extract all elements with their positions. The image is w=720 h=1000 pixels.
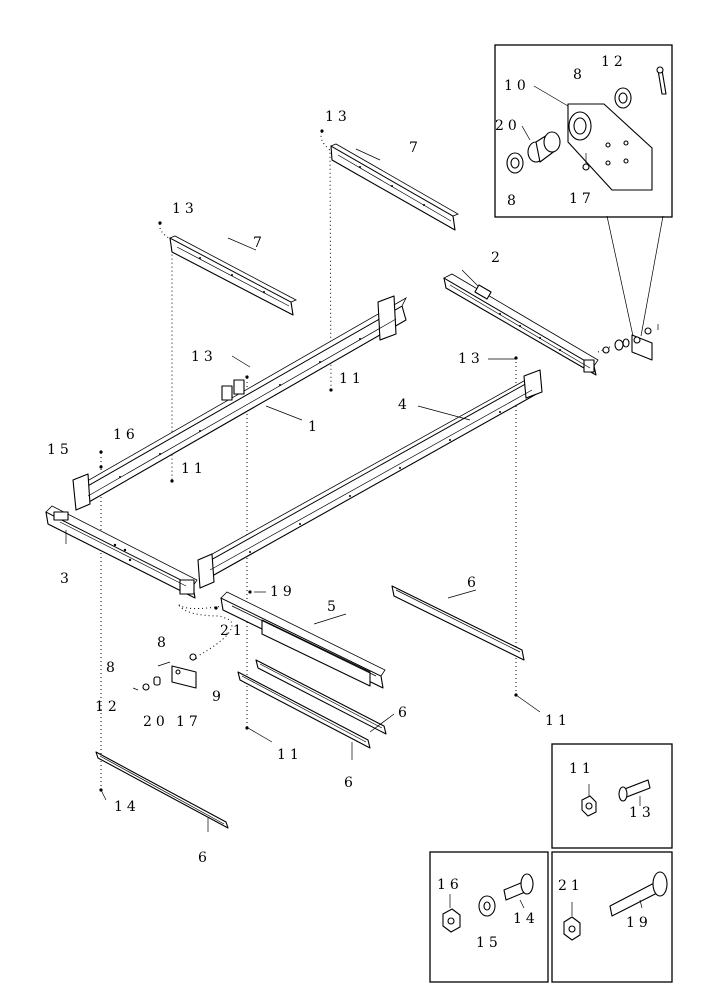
callout-20-a: 20 — [495, 118, 521, 134]
callout-13-c: 13 — [191, 349, 217, 365]
hinge-group-lower — [132, 653, 197, 691]
callout-labels: 1 2 3 4 5 6 6 6 6 7 7 8 8 8 8 9 10 11 11… — [47, 54, 655, 951]
callout-12-a: 12 — [601, 54, 627, 70]
callout-8-d: 8 — [106, 660, 119, 676]
callout-21-a: 21 — [220, 623, 246, 639]
callout-11-d: 11 — [277, 747, 303, 763]
inset-bolt-13 — [551, 743, 673, 849]
attachment-dots — [99, 129, 518, 792]
part-2-right-rail — [443, 273, 630, 376]
part-4-side-beam — [197, 369, 543, 589]
callout-12-b: 12 — [95, 699, 121, 715]
callout-11-b: 11 — [181, 461, 207, 477]
callout-1: 1 — [308, 419, 321, 435]
part-7-left-rail — [169, 235, 297, 316]
part-1-side-beam — [72, 295, 407, 511]
callout-19-a: 19 — [270, 584, 296, 600]
inset-hinge-detail — [494, 44, 673, 337]
callout-13-b: 13 — [172, 201, 198, 217]
callout-14-a: 14 — [114, 799, 140, 815]
callout-7-b: 7 — [253, 235, 266, 251]
part-6-flat-bars — [95, 585, 525, 829]
callout-6-b: 6 — [398, 705, 411, 721]
callout-17-a: 17 — [569, 191, 595, 207]
callout-19-b: 19 — [626, 915, 652, 931]
part-5-lower-beam — [220, 591, 386, 689]
callout-9: 9 — [212, 689, 225, 705]
callout-3: 3 — [60, 571, 73, 587]
callout-11-a: 11 — [339, 371, 365, 387]
callout-16-b: 16 — [437, 877, 463, 893]
callout-8-b: 8 — [507, 193, 520, 209]
callout-21-b: 21 — [558, 878, 584, 894]
leader-lines — [65, 148, 541, 832]
callout-10: 10 — [504, 78, 530, 94]
hinge-plate-installed — [631, 324, 659, 361]
callout-16-a: 16 — [113, 427, 139, 443]
callout-5: 5 — [327, 599, 340, 615]
callout-14-b: 14 — [513, 911, 539, 927]
callout-8-c: 8 — [157, 635, 170, 651]
callout-6-d: 6 — [198, 850, 211, 866]
part-3-front-beam — [45, 505, 198, 599]
inset-bolt-14 — [429, 851, 549, 983]
callout-11-c: 11 — [545, 713, 571, 729]
callout-15-a: 15 — [47, 442, 73, 458]
callout-11-e: 11 — [569, 761, 595, 777]
callout-2: 2 — [491, 250, 504, 266]
callout-13-d: 13 — [458, 351, 484, 367]
callout-20-b: 20 — [143, 714, 169, 730]
part-7-rear-rail — [330, 143, 459, 231]
callout-15-b: 15 — [476, 935, 502, 951]
assembly-dotted-lines — [100, 131, 613, 790]
callout-6-a: 6 — [467, 575, 480, 591]
inset-bolt-19 — [551, 851, 673, 983]
callout-13-a: 13 — [325, 109, 351, 125]
callout-13-e: 13 — [629, 805, 655, 821]
callout-8-a: 8 — [573, 67, 586, 83]
callout-6-c: 6 — [344, 775, 357, 791]
callout-17-b: 17 — [176, 714, 202, 730]
callout-4: 4 — [398, 397, 411, 413]
callout-7-a: 7 — [409, 140, 422, 156]
